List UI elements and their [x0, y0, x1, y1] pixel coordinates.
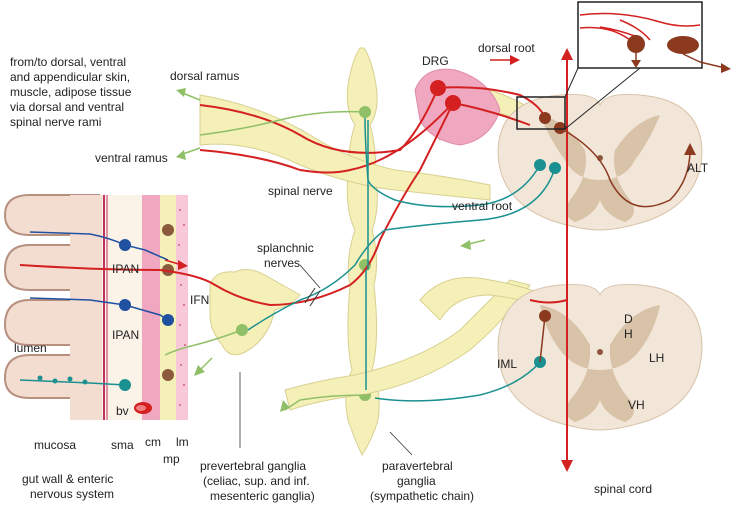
prevertebral-ganglion	[209, 269, 301, 356]
sensory-fiber-gut	[19, 102, 454, 307]
bv-label: bv	[116, 404, 129, 418]
ipan-lower-label: IPAN	[112, 328, 139, 342]
dorsal-root-arrowhead	[510, 55, 520, 65]
mucosa-layer	[70, 195, 102, 420]
postganglionic-lower	[284, 394, 366, 411]
enteric-motor-axon	[19, 379, 126, 386]
postganglionic-upper	[199, 110, 366, 136]
ipan-lower-dendrite	[29, 297, 126, 306]
gut-red-arrowhead	[178, 260, 188, 270]
drg-central-process-2	[452, 102, 531, 126]
vh-label: VH	[628, 398, 645, 412]
descending-arrowhead	[561, 460, 573, 472]
gut-arrowhead	[194, 365, 205, 376]
circular-muscle	[142, 195, 160, 420]
sensory-fiber-dorsal	[199, 87, 439, 154]
drg-label: DRG	[422, 54, 449, 68]
dorsal-ramus-arrowhead	[176, 88, 186, 97]
dorsal-root-label: dorsal root	[478, 41, 535, 55]
ipan-lower-axon	[124, 304, 169, 321]
zoom-box-small	[516, 96, 566, 130]
spinal-cord-label: spinal cord	[594, 482, 652, 496]
motor-neuron-1	[534, 159, 546, 171]
iml-label: IML	[497, 357, 517, 371]
blood-vessel-inner	[136, 405, 146, 411]
motor-terminals	[37, 375, 88, 385]
paravertebral-leader	[389, 431, 413, 456]
ifn-label: IFN	[190, 293, 209, 307]
zoom-connector-1	[564, 67, 579, 98]
ventral-ramus-arrowhead	[176, 150, 186, 160]
zoom-connector-2	[564, 67, 641, 130]
spinal-nerve-label: spinal nerve	[268, 184, 333, 198]
paravertebral-label: paravertebral ganglia (sympathetic chain…	[370, 459, 474, 503]
ventral-ramus-label: ventral ramus	[95, 151, 168, 165]
dorsal-ramus-label: dorsal ramus	[170, 69, 239, 83]
spinal-cord-upper	[497, 94, 703, 231]
preganglionic-to-splanchnic	[247, 167, 556, 331]
splanchnic-break-1	[304, 287, 316, 304]
sensory-fiber-ventral	[199, 102, 454, 174]
alt-label: ALT	[687, 161, 709, 175]
alt-tract	[559, 127, 691, 208]
dh-label: D H	[624, 312, 636, 341]
dorsal-horn-neuron-1	[539, 112, 551, 124]
ipan-upper-axon	[124, 244, 169, 261]
ipan-upper-dendrite	[29, 231, 126, 246]
lower-cord-sensory	[529, 299, 568, 304]
gut-wall-label: gut wall & enteric nervous system	[22, 472, 117, 501]
preganglionic-chain	[365, 120, 369, 390]
splanchnic-break-2	[309, 290, 321, 307]
inset-exit-arrowhead	[721, 63, 731, 73]
longitudinal-muscle	[176, 195, 188, 420]
mp-label: mp	[163, 452, 180, 466]
sma-label: sma	[111, 438, 134, 452]
alt-arrowhead	[684, 143, 696, 155]
preganglionic-upper	[364, 117, 541, 208]
mucosa-label: mucosa	[34, 438, 76, 452]
enteric-ganglion-3	[162, 369, 174, 381]
inset-content	[579, 12, 701, 68]
lower-left-arrowhead	[280, 400, 290, 412]
inset-box	[577, 1, 703, 69]
myenteric-plexus	[160, 195, 176, 420]
gut-wall	[3, 194, 188, 420]
inset-exit-arrow	[699, 61, 726, 69]
ventral-root-label: ventral root	[452, 199, 513, 213]
drg-central-process	[437, 86, 546, 119]
ascending-arrowhead	[561, 48, 573, 60]
motor-neuron-2	[549, 162, 561, 174]
enteric-ganglion-2	[162, 264, 174, 276]
lower-interneuron	[539, 315, 546, 363]
ventral-root-arrowhead	[460, 240, 471, 250]
top-left-note: from/to dorsal, ventral and appendicular…	[10, 55, 135, 129]
postganglionic-gut	[164, 329, 243, 356]
lumen-label: lumen	[14, 341, 47, 355]
ipan-upper-label: IPAN	[112, 262, 139, 276]
enteric-ganglion-1	[162, 224, 174, 236]
preganglionic-lower	[374, 361, 541, 402]
splanchnic-leader	[299, 264, 321, 289]
lh-label: LH	[649, 351, 664, 365]
splanchnic-label: splanchnic nerves	[257, 241, 317, 270]
spinal-cord-lower	[497, 284, 703, 431]
lm-label: lm	[176, 435, 189, 449]
prevertebral-label: prevertebral ganglia (celiac, sup. and i…	[200, 459, 315, 503]
cm-label: cm	[145, 435, 161, 449]
